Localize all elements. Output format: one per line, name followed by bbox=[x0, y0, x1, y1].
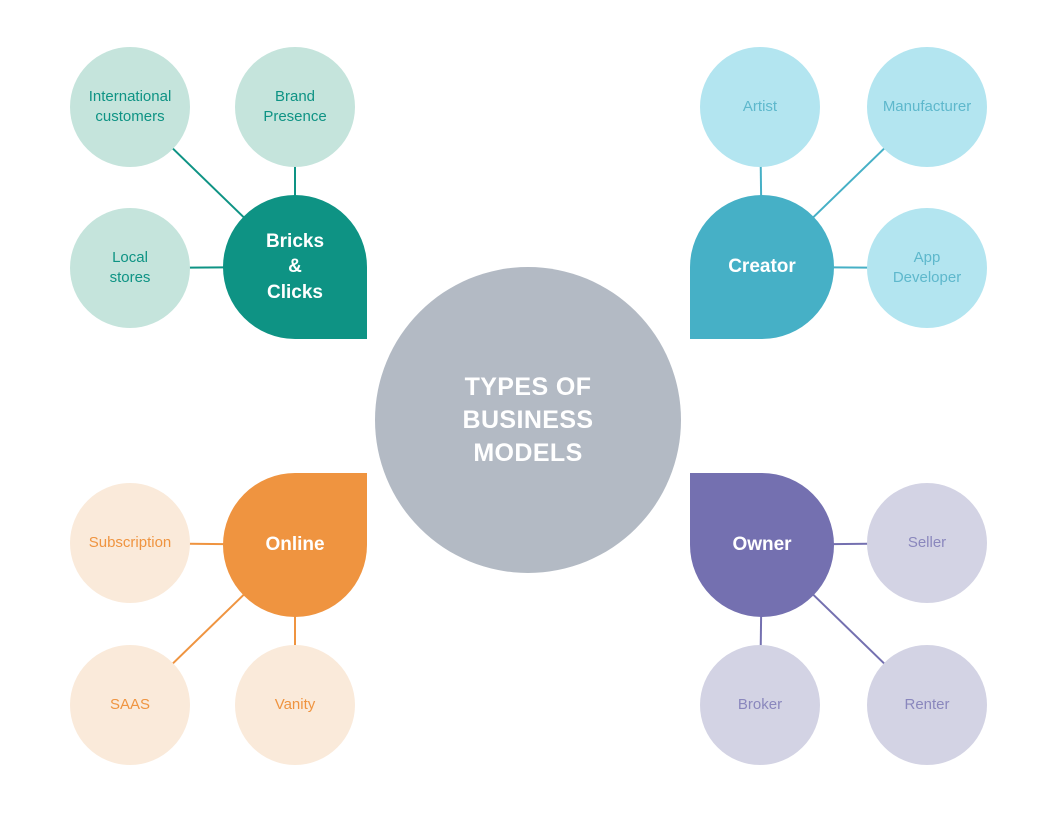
satellite-node-subscription[interactable]: Subscription bbox=[70, 483, 190, 603]
center-hub-types-of-business-models[interactable]: TYPES OF BUSINESS MODELS bbox=[375, 267, 681, 573]
satellite-node-app-developer[interactable]: App Developer bbox=[867, 208, 987, 328]
satellite-node-label: Manufacturer bbox=[882, 97, 972, 115]
satellite-node-artist[interactable]: Artist bbox=[700, 47, 820, 167]
branch-hub-online[interactable]: Online bbox=[223, 473, 367, 617]
satellite-node-vanity[interactable]: Vanity bbox=[235, 645, 355, 765]
satellite-node-label: Broker bbox=[737, 695, 783, 713]
satellite-node-label: Brand Presence bbox=[263, 87, 327, 125]
satellite-node-renter[interactable]: Renter bbox=[867, 645, 987, 765]
satellite-node-brand-presence[interactable]: Brand Presence bbox=[235, 47, 355, 167]
satellite-node-label: Subscription bbox=[88, 533, 172, 551]
connector-line-bricks-and-clicks-to-international-customers bbox=[171, 147, 245, 219]
branch-hub-label: Bricks & Clicks bbox=[265, 231, 325, 303]
connector-line-creator-to-manufacturer bbox=[812, 147, 886, 219]
satellite-node-broker[interactable]: Broker bbox=[700, 645, 820, 765]
satellite-node-saas[interactable]: SAAS bbox=[70, 645, 190, 765]
satellite-node-manufacturer[interactable]: Manufacturer bbox=[867, 47, 987, 167]
branch-hub-label: Online bbox=[265, 534, 325, 556]
satellite-node-local-stores[interactable]: Local stores bbox=[70, 208, 190, 328]
satellite-node-label: Local stores bbox=[109, 248, 151, 286]
satellite-node-label: Artist bbox=[742, 97, 778, 115]
branch-hub-creator[interactable]: Creator bbox=[690, 195, 834, 339]
branch-hub-owner[interactable]: Owner bbox=[690, 473, 834, 617]
satellite-node-international-customers[interactable]: International customers bbox=[70, 47, 190, 167]
satellite-node-label: International customers bbox=[88, 87, 172, 125]
satellite-node-label: Seller bbox=[907, 533, 947, 551]
satellite-node-seller[interactable]: Seller bbox=[867, 483, 987, 603]
connector-line-owner-to-renter bbox=[812, 593, 886, 665]
center-hub-label: TYPES OF BUSINESS MODELS bbox=[462, 372, 594, 467]
satellite-node-label: Renter bbox=[904, 695, 950, 713]
branch-hub-label: Owner bbox=[732, 534, 792, 556]
satellite-node-label: App Developer bbox=[892, 248, 962, 286]
satellite-node-label: SAAS bbox=[109, 695, 151, 713]
connector-line-online-to-saas bbox=[171, 593, 245, 665]
branch-hub-bricks-and-clicks[interactable]: Bricks & Clicks bbox=[223, 195, 367, 339]
satellite-node-label: Vanity bbox=[274, 695, 316, 713]
branch-hub-label: Creator bbox=[728, 256, 796, 278]
